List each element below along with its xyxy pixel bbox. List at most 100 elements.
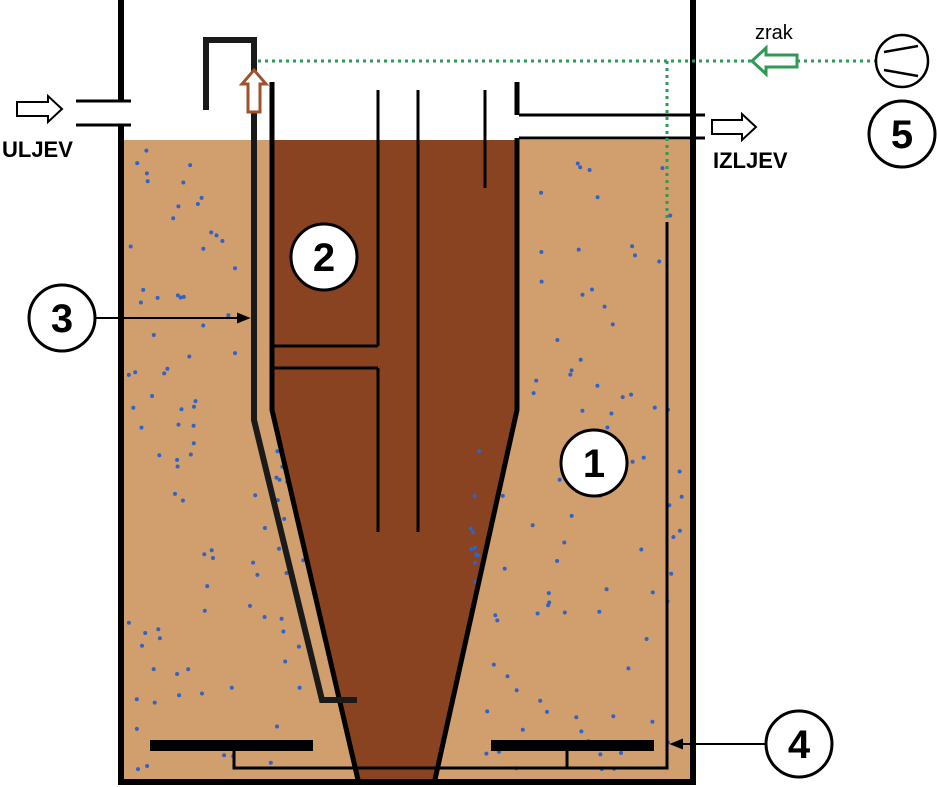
air-bubble (604, 587, 609, 592)
air-bubble (141, 287, 146, 292)
air-bubble (495, 618, 500, 623)
air-bubble (502, 566, 507, 571)
air-direction-arrow (749, 44, 799, 78)
air-bubble (248, 603, 252, 608)
air-bubble (568, 372, 573, 377)
air-bubble (126, 372, 131, 377)
marker-4: 4 (764, 709, 834, 779)
air-bubble (620, 395, 625, 400)
air-bubble (574, 715, 579, 720)
air-bubble (569, 368, 574, 373)
air-bubble (131, 405, 136, 410)
air-bubble (677, 469, 682, 474)
air-bubble (202, 552, 207, 557)
marker-4-label: 4 (788, 723, 811, 767)
air-bubble (578, 165, 583, 170)
air-bubble (630, 244, 635, 249)
air-bubble (179, 407, 184, 412)
marker-2-label: 2 (313, 236, 335, 280)
air-bubble (633, 253, 637, 258)
outlet-pipe (519, 113, 705, 140)
air-bubble (143, 631, 148, 635)
air-bubble (144, 171, 149, 176)
air-bubble (657, 259, 662, 264)
air-bubble (283, 659, 288, 664)
air-bubble (546, 591, 551, 596)
air-bubble (677, 528, 682, 533)
air-bubble (178, 295, 183, 300)
air-bubble (671, 535, 676, 539)
blower-icon (874, 33, 930, 89)
air-bubble (268, 760, 273, 765)
air-bubble (139, 425, 144, 430)
air-bubble (186, 667, 191, 672)
air-bubble (491, 662, 496, 667)
air-bubble (157, 453, 162, 458)
air-bubble (156, 627, 161, 632)
air-bubble (569, 513, 574, 518)
air-bubble (485, 709, 490, 714)
air-bubble (275, 449, 280, 454)
air-bubble (209, 548, 214, 553)
air-bubble (188, 452, 193, 457)
air-bubble (534, 378, 539, 383)
air-bubble (279, 616, 284, 621)
air-bubble (282, 516, 287, 521)
air-bubble (151, 333, 156, 337)
air-bubble (145, 179, 150, 184)
settler-walls (269, 82, 520, 785)
air-bubble (277, 477, 282, 482)
air-bubble (531, 391, 536, 396)
marker-5: 5 (867, 99, 937, 169)
air-bubble (214, 233, 219, 238)
air-bubble (128, 244, 133, 249)
air-bubble (590, 287, 594, 292)
air-bubble (281, 629, 286, 634)
air-bubble (611, 714, 616, 719)
air-bubble (209, 230, 214, 235)
air-bubble (629, 392, 634, 397)
air-bubble (181, 294, 186, 299)
air-bubble (277, 546, 281, 551)
airlift-pipe (203, 37, 357, 703)
diffusers (150, 740, 654, 751)
air-bubble (587, 168, 592, 172)
air-bubble (555, 559, 560, 563)
air-bubble (669, 571, 674, 576)
air-bubble (284, 571, 289, 575)
air-bubble (211, 556, 215, 560)
outlet-arrow (711, 111, 758, 143)
air-bubble (138, 300, 143, 305)
air-bubble (150, 394, 155, 398)
air-bubble (173, 491, 177, 496)
air-bubble (171, 216, 176, 221)
air-bubble (165, 366, 170, 371)
air-bubble (181, 180, 186, 185)
air-bubble (222, 753, 227, 758)
air-bubble (679, 494, 684, 499)
air-bubble (474, 553, 479, 557)
air-bubble (505, 674, 510, 679)
air-bubble (205, 584, 210, 589)
air-bubble (136, 767, 140, 772)
air-bubble (493, 613, 498, 618)
air-bubble (201, 323, 206, 328)
air-bubble (155, 295, 160, 300)
inlet-pipe (76, 99, 131, 127)
air-bubble (539, 190, 544, 195)
marker-3: 3 (27, 283, 97, 353)
air-bubble (176, 204, 181, 209)
air-bubble (233, 266, 237, 271)
air-bubble (144, 148, 149, 153)
air-bubble (191, 441, 196, 446)
air-bubble (602, 304, 607, 309)
air-bubble (126, 620, 131, 625)
air-bubble (576, 247, 581, 252)
air-label: zrak (755, 22, 794, 44)
air-bubble (275, 724, 279, 729)
air-bubble (472, 545, 477, 550)
air-bubble (477, 449, 482, 453)
air-bubble (595, 195, 600, 200)
air-bubble (630, 459, 635, 464)
air-bubble (652, 405, 657, 410)
